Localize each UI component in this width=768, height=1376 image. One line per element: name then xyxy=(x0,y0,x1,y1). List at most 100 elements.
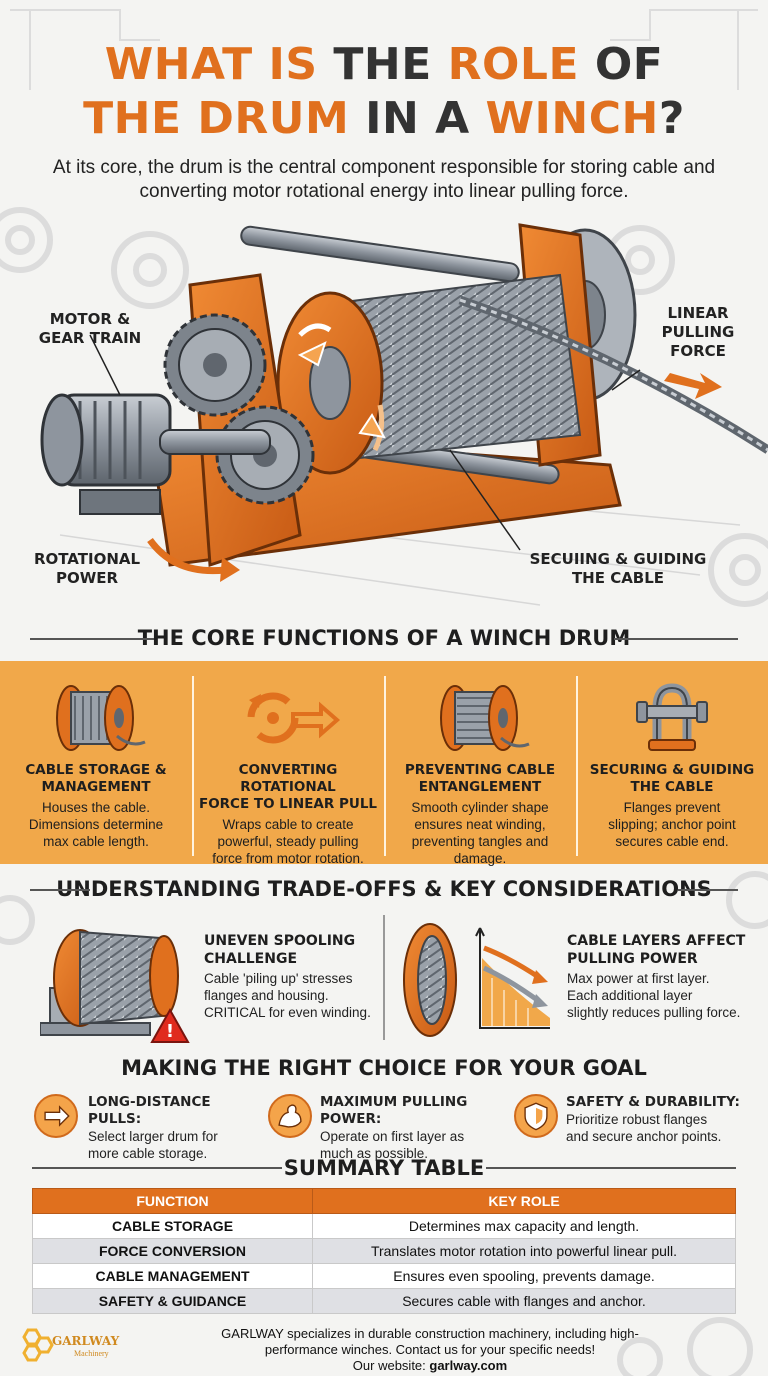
wound-spool-icon xyxy=(440,685,530,751)
title-line: CHALLENGE xyxy=(204,951,298,967)
desc-line: Dimensions determine xyxy=(28,817,164,832)
table-cell: Ensures even spooling, prevents damage. xyxy=(312,1263,736,1289)
footer-line: performance winches. Contact us for your… xyxy=(264,1342,596,1357)
desc-line: Flanges prevent xyxy=(623,800,721,815)
flexed-arm-icon xyxy=(268,1094,312,1138)
function-card-cable-storage: CABLE STORAGE &MANAGEMENT Houses the cab… xyxy=(0,672,192,858)
logo-name: GARLWAY xyxy=(52,1334,120,1348)
desc-line: Cable 'piling up' stresses xyxy=(204,971,353,986)
goal-desc-line: much as possible. xyxy=(320,1146,429,1161)
goal-title: LONG-DISTANCE PULLS: xyxy=(88,1094,211,1127)
desc-line: Houses the cable. xyxy=(41,800,151,815)
footer-website-label: Our website: xyxy=(352,1358,430,1373)
footer-line: GARLWAY specializes in durable construct… xyxy=(221,1326,639,1341)
goal-long-distance: LONG-DISTANCE PULLS: Select larger drum … xyxy=(34,1094,264,1162)
divider xyxy=(576,676,578,856)
column-header-key-role: KEY ROLE xyxy=(312,1188,736,1214)
desc-line: max cable length. xyxy=(43,834,149,849)
desc-line: slipping; anchor point xyxy=(608,817,736,832)
divider xyxy=(32,1167,282,1169)
title-line: CABLE STORAGE & xyxy=(25,762,167,778)
desc-line: Smooth cylinder shape xyxy=(411,800,549,815)
goal-desc-line: Select larger drum for xyxy=(88,1129,218,1144)
title-part: WINCH xyxy=(485,93,659,144)
title-part: IN A xyxy=(349,93,486,144)
company-logo: GARLWAY Machinery xyxy=(18,1326,148,1366)
footer-line: Our website: garlway.com xyxy=(120,1358,740,1374)
desc-line: slightly reduces pulling force. xyxy=(567,1005,741,1020)
desc-line: preventing tangles and damage. xyxy=(411,834,549,866)
callout-line: FORCE xyxy=(670,342,726,360)
tradeoff-desc: Max power at first layer.Each additional… xyxy=(567,970,763,1021)
goal-desc-line: Prioritize robust flanges xyxy=(566,1112,708,1127)
shield-icon xyxy=(514,1094,558,1138)
cable-layers-illustration xyxy=(403,923,550,1037)
logo-sub: Machinery xyxy=(74,1349,109,1358)
core-functions-heading: THE CORE FUNCTIONS OF A WINCH DRUM xyxy=(137,626,631,650)
goal-safety: SAFETY & DURABILITY: Prioritize robust f… xyxy=(514,1094,764,1145)
page-subtitle: At its core, the drum is the central com… xyxy=(52,157,716,202)
desc-line: Wraps cable to create xyxy=(222,817,354,832)
function-desc: Houses the cable. Dimensions determine max… xyxy=(0,799,192,850)
desc-line: secures cable end. xyxy=(615,834,729,849)
table-row: SAFETY & GUIDANCE Secures cable with fla… xyxy=(32,1288,736,1314)
desc-line: powerful, steady pulling xyxy=(217,834,359,849)
function-desc: Flanges prevent slipping; anchor point sec… xyxy=(576,799,768,850)
goal-desc-line: and secure anchor points. xyxy=(566,1129,722,1144)
title-line: MANAGEMENT xyxy=(41,779,151,795)
function-title: CABLE STORAGE &MANAGEMENT xyxy=(0,762,192,796)
table-cell: CABLE STORAGE xyxy=(32,1213,313,1239)
summary-heading: SUMMARY TABLE xyxy=(283,1156,485,1180)
hexagon-logo-icon xyxy=(22,1328,54,1362)
desc-line: Each additional layer xyxy=(567,988,693,1003)
callout-rotational-power: ROTATIONAL POWER xyxy=(22,550,152,588)
arrow-right-icon xyxy=(34,1094,78,1138)
title-line: FORCE TO LINEAR PULL xyxy=(198,796,378,812)
table-cell: Secures cable with flanges and anchor. xyxy=(312,1288,736,1314)
table-row: FORCE CONVERSION Translates motor rotati… xyxy=(32,1238,736,1264)
title-line: CONVERTING ROTATIONAL xyxy=(238,762,338,795)
callout-linear-pulling-force: LINEAR PULLING FORCE xyxy=(648,304,748,361)
uneven-spooling-illustration: ! xyxy=(40,929,190,1043)
summary-table: FUNCTION KEY ROLE CABLE STORAGE Determin… xyxy=(32,1188,736,1314)
divider xyxy=(614,638,738,640)
divider xyxy=(30,638,154,640)
tradeoff-desc: Cable 'piling up' stresses flanges and ho… xyxy=(204,970,379,1021)
table-cell: CABLE MANAGEMENT xyxy=(32,1263,313,1289)
goal-title: MAXIMUM PULLING POWER: xyxy=(320,1094,468,1127)
goal-title: SAFETY & DURABILITY: xyxy=(566,1094,740,1110)
goal-desc-line: more cable storage. xyxy=(88,1146,208,1161)
title-part: THE xyxy=(333,39,448,90)
title-line: ENTANGLEMENT xyxy=(418,779,542,795)
title-line: THE CABLE xyxy=(630,779,714,795)
table-cell: Translates motor rotation into powerful … xyxy=(312,1238,736,1264)
website-link[interactable]: garlway.com xyxy=(429,1358,508,1373)
callout-line: PULLING xyxy=(661,323,735,341)
title-line: CABLE LAYERS AFFECT xyxy=(567,933,746,949)
table-row: CABLE STORAGE Determines max capacity an… xyxy=(32,1213,736,1239)
shackle-icon xyxy=(636,683,708,751)
callout-securing-guiding: SECUIING & GUIDING THE CABLE xyxy=(528,550,708,588)
divider xyxy=(192,676,194,856)
goals-heading: MAKING THE RIGHT CHOICE FOR YOUR GOAL xyxy=(121,1056,647,1080)
footer: GARLWAY specializes in durable construct… xyxy=(120,1326,740,1374)
page-title: WHAT IS THE ROLE OF THE DRUM IN A WINCH? xyxy=(0,38,768,146)
title-part: ROLE xyxy=(447,39,580,90)
desc-line: flanges and housing. xyxy=(204,988,329,1003)
svg-text:!: ! xyxy=(166,1021,174,1042)
desc-line: ensures neat winding, xyxy=(414,817,546,832)
divider xyxy=(30,889,90,891)
callout-line: SECUIING & GUIDING xyxy=(529,550,707,568)
callout-motor-gear-train: MOTOR & GEAR TRAIN xyxy=(30,310,150,348)
callout-line: THE CABLE xyxy=(571,569,665,587)
divider xyxy=(678,889,738,891)
table-cell: FORCE CONVERSION xyxy=(32,1238,313,1264)
